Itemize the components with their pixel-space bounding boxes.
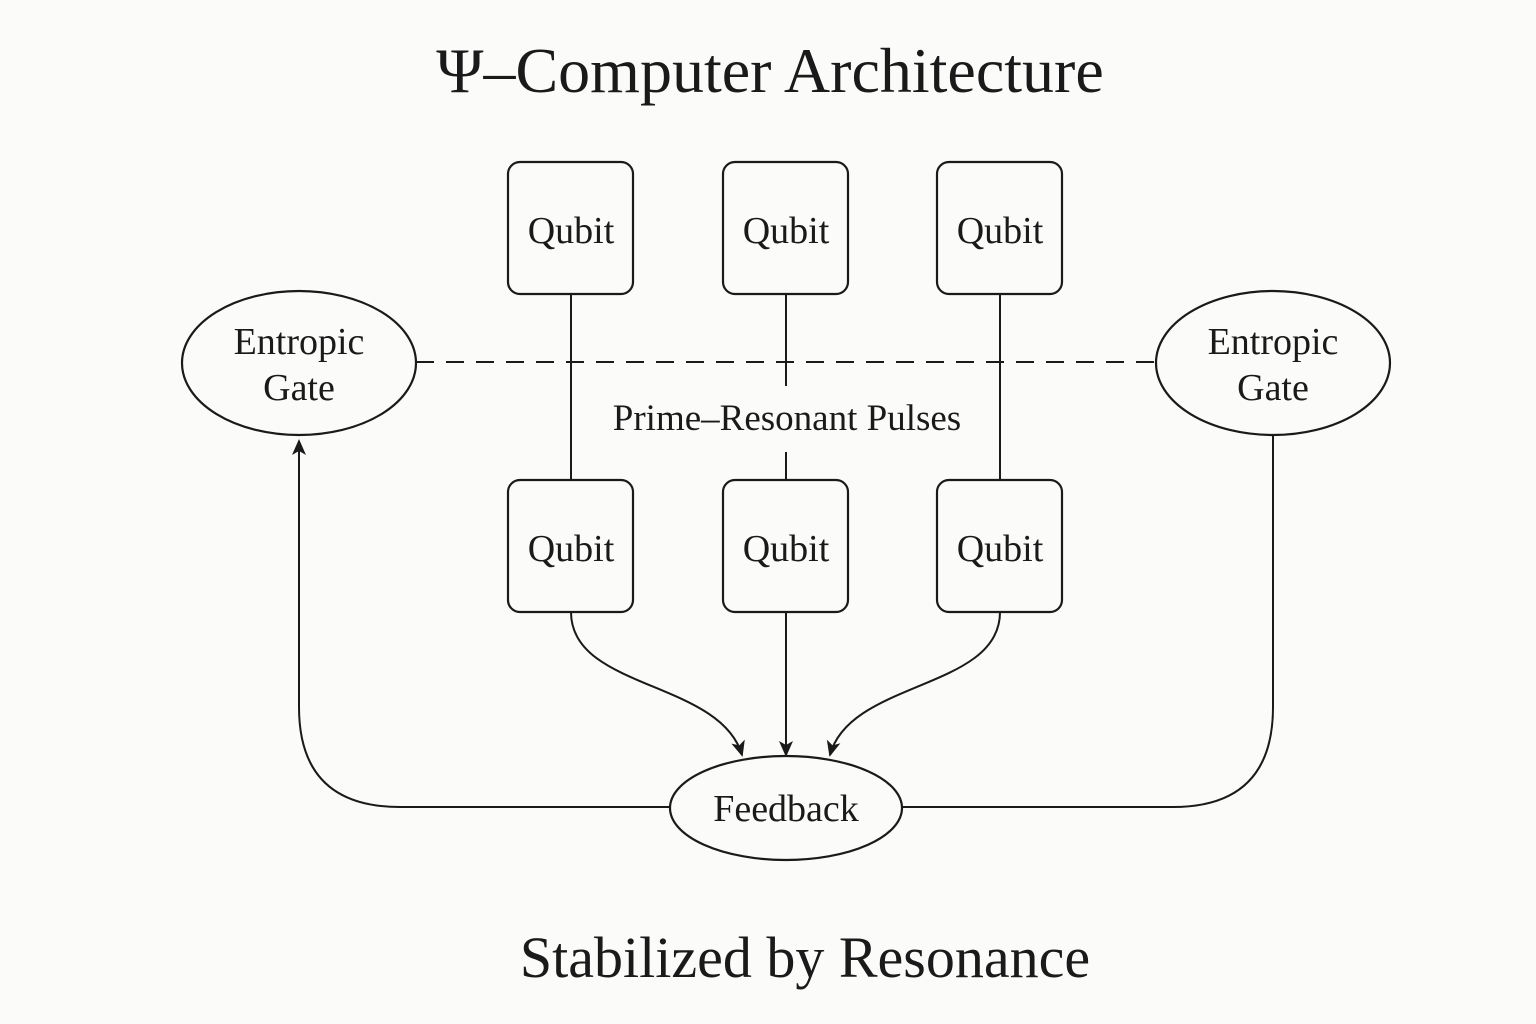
qubit-top-2: Qubit	[721, 160, 850, 296]
right-gate-to-feedback	[901, 435, 1274, 808]
arrow-qubit-left-to-feedback	[570, 611, 745, 757]
prime-resonant-pulses-label: Prime–Resonant Pulses	[613, 398, 961, 439]
feedback-ellipse	[668, 754, 904, 862]
feedback-label: Feedback	[713, 788, 859, 830]
qubit-bottom-3: Qubit	[935, 478, 1064, 614]
gate-ellipse	[1154, 289, 1392, 437]
qubit-bottom-1: Qubit	[506, 478, 635, 614]
qubit-label: Qubit	[743, 528, 830, 570]
gate-label-line2: Gate	[1237, 367, 1309, 409]
qubit-label: Qubit	[743, 210, 830, 252]
qubit-label: Qubit	[528, 210, 615, 252]
qubit-top-3: Qubit	[935, 160, 1064, 296]
diagram-caption: Stabilized by Resonance	[520, 925, 1090, 990]
entropic-gate-right: Entropic Gate	[1154, 289, 1392, 437]
feedback-node: Feedback	[668, 754, 904, 862]
qubit-box	[935, 160, 1064, 296]
gate-label-line2: Gate	[263, 367, 335, 409]
gate-ellipse	[180, 289, 418, 437]
entropic-gate-left: Entropic Gate	[180, 289, 418, 437]
qubit-box	[506, 160, 635, 296]
pulses-label-backdrop	[588, 392, 986, 444]
qubit-label: Qubit	[528, 528, 615, 570]
arrow-qubit-right-to-feedback	[826, 611, 1001, 757]
diagram-title: Ψ–Computer Architecture	[436, 35, 1103, 106]
qubit-box	[721, 160, 850, 296]
gate-label-line1: Entropic	[1208, 321, 1339, 363]
qubit-bottom-2: Qubit	[721, 478, 850, 614]
feedback-to-left-gate	[292, 439, 671, 808]
qubit-label: Qubit	[957, 528, 1044, 570]
qubit-top-1: Qubit	[506, 160, 635, 296]
gate-label-line1: Entropic	[234, 321, 365, 363]
qubit-label: Qubit	[957, 210, 1044, 252]
